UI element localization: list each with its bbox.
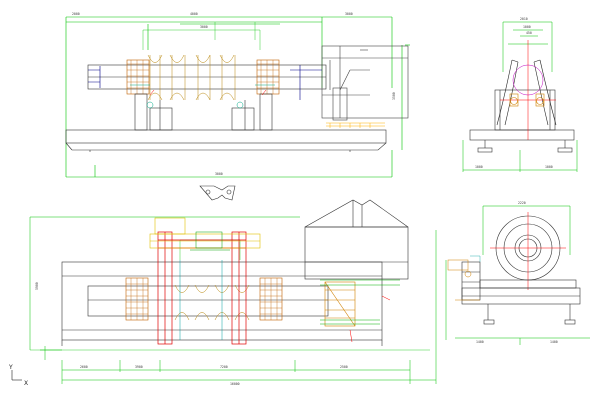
dim-top-right: 3000: [345, 12, 353, 16]
front-right-frame: [324, 281, 356, 327]
bottom-left-view: 5900 2600 3900 7200 2500 16000: [29, 185, 437, 386]
dim-front-height: 5900: [35, 282, 39, 290]
dim-top-mid: 4000: [190, 12, 198, 16]
top-left-base: [65, 129, 387, 152]
top-right-view: 2010 1000 450 1000 1000: [462, 17, 578, 172]
dim-side-right: 1000: [545, 165, 553, 169]
bottom-right-dim-lines: [445, 205, 590, 345]
dim-end-right: 1400: [550, 340, 558, 344]
top-left-roll-patterns: [147, 54, 236, 101]
dim-front-a: 3900: [135, 365, 143, 369]
side-shields: [496, 59, 557, 126]
dim-side-top: 2010: [520, 17, 528, 21]
top-left-view: 2000 4000 3000 3000 3500 3000: [65, 12, 410, 178]
front-bearing-right: [259, 277, 283, 321]
dim-end-left: 1400: [476, 340, 484, 344]
dim-top-left: 2000: [72, 12, 80, 16]
dim-side-left: 1000: [475, 165, 483, 169]
dim-top-height: 3500: [392, 92, 396, 100]
dim-front-mid: 7200: [220, 365, 228, 369]
ucs-icon: Y X: [8, 364, 28, 387]
top-left-supports: [134, 93, 273, 131]
dim-front-left: 2600: [80, 365, 88, 369]
front-bearing-left: [125, 277, 149, 321]
dim-side-sub: 1000: [523, 25, 531, 29]
ucs-y-label: Y: [8, 364, 13, 371]
front-house: [304, 199, 409, 280]
bottom-right-view: 2220 1400 1400: [445, 201, 590, 345]
dim-side-small: 450: [526, 31, 532, 35]
bottom-left-dim-lines: [29, 216, 437, 384]
top-left-housing: [321, 45, 409, 119]
front-red-columns: [157, 231, 247, 345]
top-right-dim-lines: [462, 21, 578, 172]
ucs-x-label: X: [24, 380, 28, 387]
dim-top-base: 3000: [215, 172, 223, 176]
dim-end-width: 2220: [518, 201, 526, 205]
front-hook: [199, 185, 236, 201]
dim-top-inner: 3000: [200, 25, 208, 29]
dim-front-total: 16000: [230, 382, 240, 386]
dim-front-right: 2500: [340, 365, 348, 369]
top-left-dim-lines: [65, 16, 410, 178]
top-left-roll: [87, 64, 327, 90]
